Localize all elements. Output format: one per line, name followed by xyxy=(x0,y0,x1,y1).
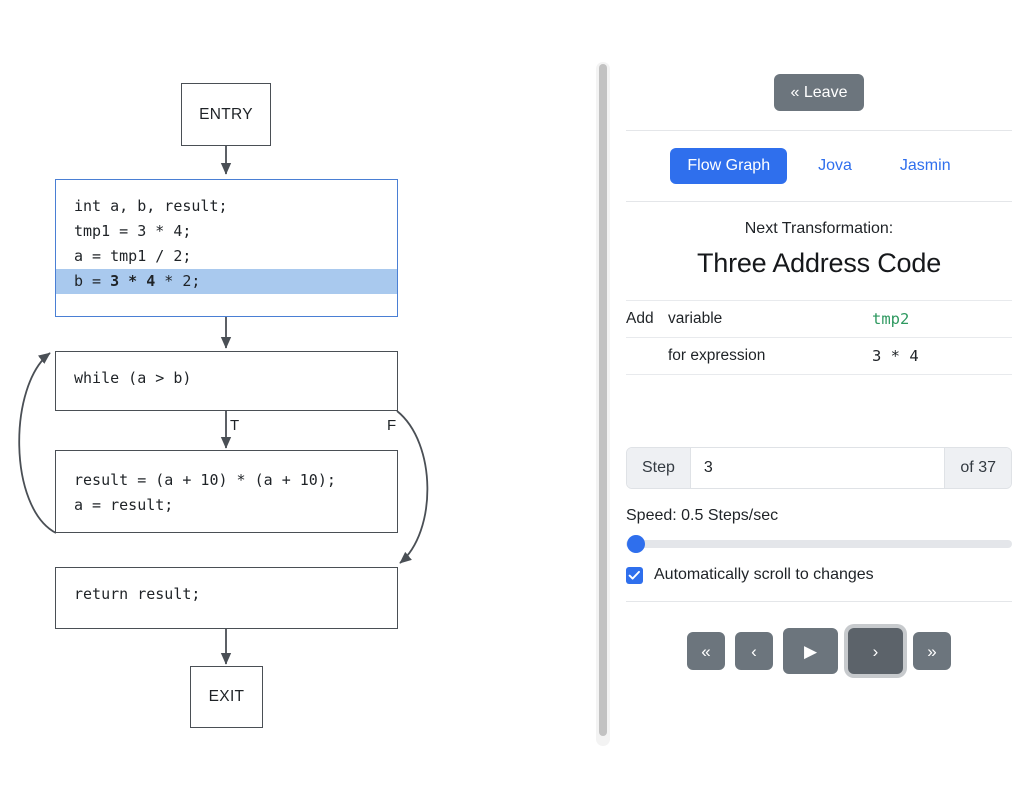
cell-subject: for expression xyxy=(668,347,766,365)
code-line: int a, b, result; xyxy=(74,197,228,215)
cell-value: tmp2 xyxy=(872,310,910,329)
cell-value: 3 * 4 xyxy=(872,347,919,366)
leave-row: « Leave xyxy=(626,0,1012,112)
code-line: a = tmp1 / 2; xyxy=(74,247,192,265)
last-step-button[interactable]: » xyxy=(913,632,951,671)
code-line: result = (a + 10) * (a + 10); xyxy=(74,471,336,489)
tab-jasmin[interactable]: Jasmin xyxy=(883,148,968,184)
transformation-detail-table: Add variable tmp2 for expression 3 * 4 xyxy=(626,300,1012,375)
control-panel: « Leave Flow Graph Jova Jasmin Next Tran… xyxy=(612,0,1024,800)
hl-prefix: b = xyxy=(74,272,111,290)
leave-button[interactable]: « Leave xyxy=(773,74,865,112)
step-input[interactable] xyxy=(690,448,945,489)
hl-suffix: * 2; xyxy=(155,272,201,290)
first-step-button[interactable]: « xyxy=(687,632,725,671)
speed-slider[interactable] xyxy=(626,535,1012,554)
speed-label: Speed: 0.5 Steps/sec xyxy=(626,507,779,525)
code-line: return result; xyxy=(74,585,201,603)
tab-jova[interactable]: Jova xyxy=(801,148,869,184)
branch-label-false: F xyxy=(387,417,397,434)
flow-node-loop-body[interactable]: result = (a + 10) * (a + 10); a = result… xyxy=(55,450,398,533)
step-total-label: of 37 xyxy=(944,448,1011,489)
table-row: for expression 3 * 4 xyxy=(626,337,1012,375)
speed-slider-track[interactable] xyxy=(626,540,1012,549)
code-line: a = result; xyxy=(74,496,174,514)
speed-slider-thumb[interactable] xyxy=(627,535,645,554)
next-transformation-title: Three Address Code xyxy=(696,248,942,279)
playback-controls: « ‹ ▶ › » xyxy=(626,628,1012,675)
tab-flow-graph[interactable]: Flow Graph xyxy=(670,148,788,185)
flow-node-exit[interactable]: EXIT xyxy=(190,666,263,728)
flow-node-while[interactable]: while (a > b) xyxy=(55,351,398,411)
flow-node-statements[interactable]: int a, b, result; tmp1 = 3 * 4; a = tmp1… xyxy=(55,179,398,317)
flow-node-return[interactable]: return result; xyxy=(55,567,398,629)
cell-subject: variable xyxy=(668,310,723,328)
play-button[interactable]: ▶ xyxy=(783,628,838,675)
code-line-highlighted: b = 3 * 4 * 2; xyxy=(56,269,397,294)
autoscroll-row: Automatically scroll to changes xyxy=(626,566,1012,584)
table-row: Add variable tmp2 xyxy=(626,300,1012,338)
exit-label: EXIT xyxy=(208,688,245,705)
flow-node-entry[interactable]: ENTRY xyxy=(181,83,271,146)
cell-action: Add xyxy=(626,310,654,328)
code-line: while (a > b) xyxy=(74,369,192,387)
autoscroll-label: Automatically scroll to changes xyxy=(654,566,874,584)
view-tabs: Flow Graph Jova Jasmin xyxy=(626,131,1012,201)
hl-bold: 3 * 4 xyxy=(110,272,156,290)
step-control-group: Step of 37 xyxy=(626,447,1012,490)
divider-tabs xyxy=(626,201,1012,203)
check-icon xyxy=(628,570,640,580)
cell-action xyxy=(626,338,668,375)
code-line: tmp1 = 3 * 4; xyxy=(74,222,192,240)
next-step-button[interactable]: › xyxy=(848,628,903,675)
autoscroll-checkbox[interactable] xyxy=(626,566,643,584)
divider-top xyxy=(626,130,1012,132)
divider-bottom xyxy=(626,601,1012,603)
panel-scrollbar-thumb[interactable] xyxy=(599,64,607,736)
step-prefix-label: Step xyxy=(627,448,691,489)
entry-label: ENTRY xyxy=(199,105,253,123)
next-transformation-label: Next Transformation: xyxy=(744,220,894,238)
previous-step-button[interactable]: ‹ xyxy=(735,632,773,671)
flow-graph-panel[interactable]: ENTRY int a, b, result; tmp1 = 3 * 4; a … xyxy=(0,0,590,800)
branch-label-true: T xyxy=(230,417,240,434)
flow-graph-edges xyxy=(18,146,429,665)
